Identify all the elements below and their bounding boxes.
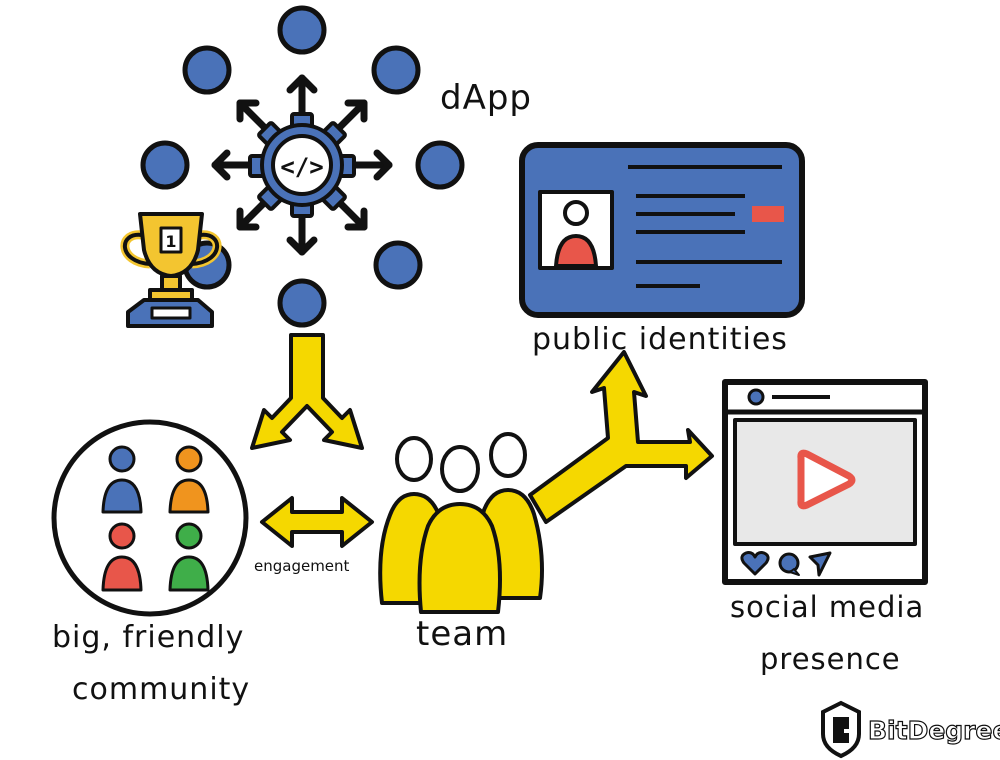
gear-code-icon: </> xyxy=(248,112,356,218)
trophy-number: 1 xyxy=(165,232,176,251)
public-identities-label: public identities xyxy=(532,322,788,357)
browser-window-icon xyxy=(722,379,928,585)
team-label: team xyxy=(416,614,509,654)
trophy-icon: 1 xyxy=(120,212,222,328)
play-icon xyxy=(797,449,856,510)
dapp-node xyxy=(182,45,232,95)
community-label-line1: big, friendly xyxy=(52,620,245,655)
dapp-node xyxy=(277,278,327,328)
brand-logo: BitDegree xyxy=(822,702,1000,758)
browser-dot xyxy=(747,388,765,406)
split-arrow-down xyxy=(250,333,364,450)
heart-icon xyxy=(740,551,770,576)
community-label-line2: community xyxy=(72,672,251,707)
dapp-node xyxy=(371,45,421,95)
engagement-arrow xyxy=(260,496,374,548)
send-icon xyxy=(808,551,832,577)
brand-logo-mark-space xyxy=(822,702,862,758)
id-card-icon xyxy=(519,142,805,318)
dapp-label: dApp xyxy=(440,78,533,118)
bitdegree-logo-icon xyxy=(821,700,861,759)
brand-name: BitDegree xyxy=(867,715,1000,745)
engagement-label: engagement xyxy=(254,557,350,575)
dapp-node xyxy=(277,5,327,55)
dapp-node xyxy=(373,240,423,290)
dapp-node xyxy=(140,140,190,190)
people-icon xyxy=(51,419,249,617)
team-icon xyxy=(378,432,544,614)
code-glyph: </> xyxy=(280,153,323,181)
split-arrow-right xyxy=(528,350,714,524)
social-media-label-line2: presence xyxy=(760,642,901,676)
dapp-network xyxy=(140,5,465,328)
social-media-label-line1: social media xyxy=(730,590,925,624)
dapp-node xyxy=(415,140,465,190)
